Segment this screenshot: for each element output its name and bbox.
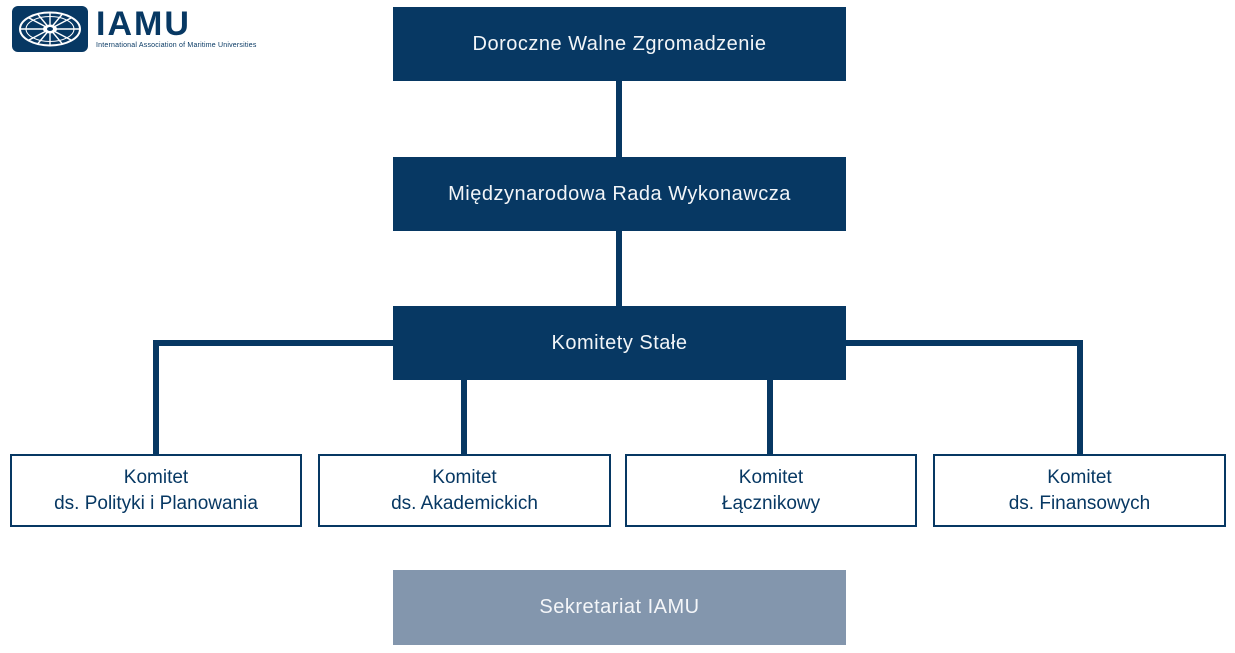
connector-right-horizontal [845, 340, 1083, 346]
committee-academic: Komitet ds. Akademickich [318, 454, 611, 527]
connector-mid-left-vertical [461, 379, 467, 455]
org-node-label: Doroczne Walne Zgromadzenie [472, 32, 767, 55]
committee-policy-planning: Komitet ds. Polityki i Planowania [10, 454, 302, 527]
org-node-general-assembly: Doroczne Walne Zgromadzenie [393, 7, 846, 81]
connector-l2-l3 [616, 230, 622, 308]
committee-label-line1: Komitet [123, 466, 189, 488]
connector-mid-right-vertical [767, 379, 773, 455]
org-node-label: Międzynarodowa Rada Wykonawcza [448, 182, 791, 205]
logo-acronym: IAMU [96, 5, 191, 43]
org-node-label: Sekretariat IAMU [539, 596, 700, 618]
committee-liaison: Komitet Łącznikowy [625, 454, 917, 527]
committee-label-line1: Komitet [432, 466, 497, 488]
compass-rose-icon [12, 6, 88, 52]
org-node-secretariat: Sekretariat IAMU [393, 570, 846, 645]
org-node-standing-committees: Komitety Stałe [393, 306, 846, 380]
committee-label-line1: Komitet [1047, 466, 1112, 488]
committee-label-line2: ds. Polityki i Planowania [54, 492, 258, 514]
iamu-logo: IAMU International Association of Mariti… [12, 6, 257, 52]
logo-subtitle: International Association of Maritime Un… [96, 42, 257, 49]
committee-label-line2: Łącznikowy [721, 492, 821, 514]
org-node-label: Komitety Stałe [551, 331, 688, 354]
committee-label-line2: ds. Finansowych [1008, 492, 1151, 514]
connector-l1-l2 [616, 80, 622, 158]
connector-right-vertical [1077, 340, 1083, 455]
committee-label-line1: Komitet [738, 466, 804, 488]
connector-left-vertical [153, 340, 159, 455]
committee-financial: Komitet ds. Finansowych [933, 454, 1226, 527]
connector-left-horizontal [153, 340, 393, 346]
committee-label-line2: ds. Akademickich [391, 492, 538, 514]
org-node-executive-board: Międzynarodowa Rada Wykonawcza [393, 157, 846, 231]
